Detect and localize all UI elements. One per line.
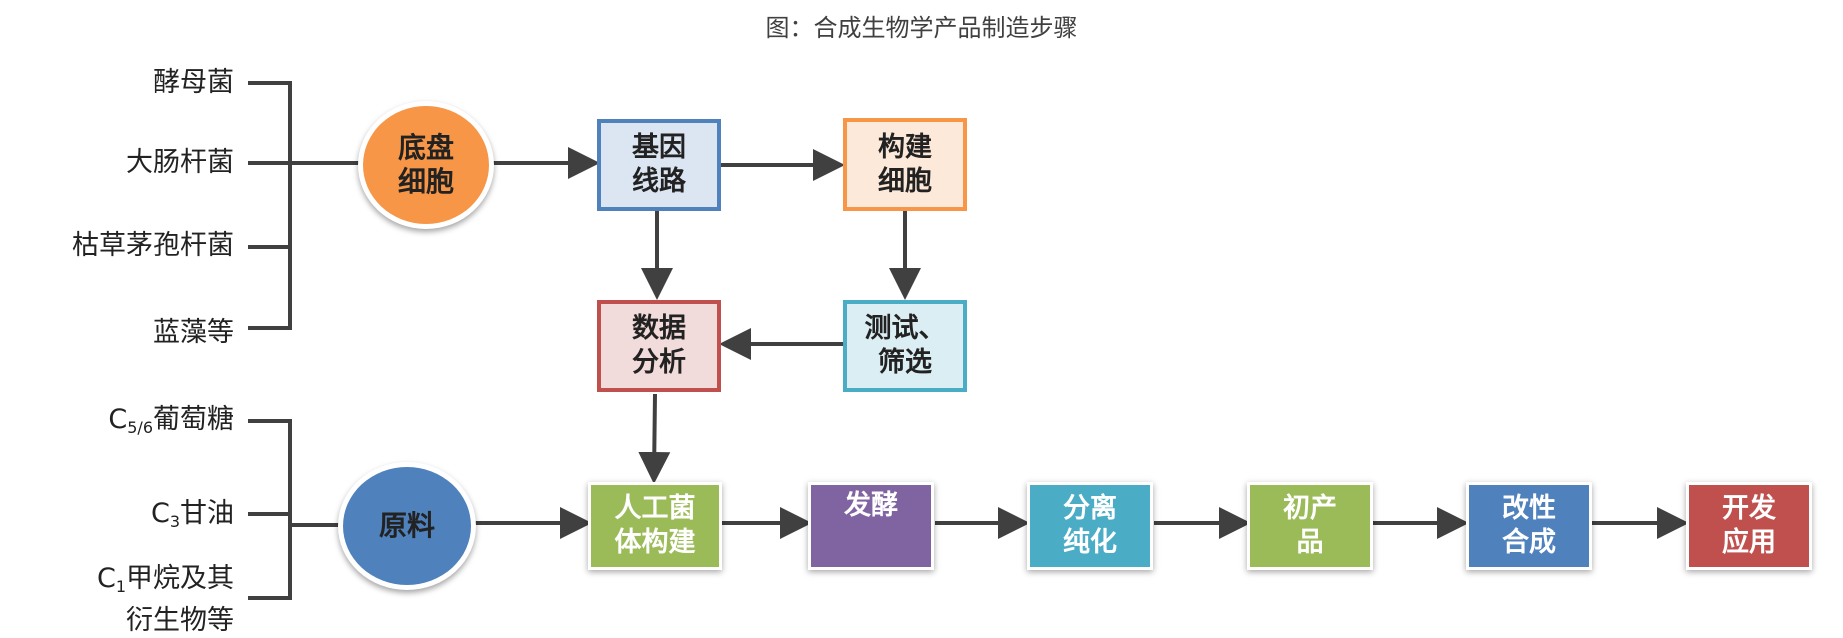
chassis-cell-node: 底盘细胞 <box>358 101 494 229</box>
data-analysis-box: 数据分析 <box>597 300 721 392</box>
source-ecoli: 大肠杆菌 <box>126 147 234 178</box>
figure-title: 图：合成生物学产品制造步骤 <box>765 14 1078 42</box>
source-cyanobacteria: 蓝藻等 <box>153 317 234 348</box>
chassis-bracket <box>248 81 292 330</box>
gene-circuit-box: 基因线路 <box>597 119 721 211</box>
development-box: 开发应用 <box>1686 482 1812 570</box>
build-cell-box: 构建细胞 <box>843 118 967 211</box>
source-bacillus: 枯草茅孢杆菌 <box>72 230 234 261</box>
raw-material-node: 原料 <box>338 462 476 590</box>
source-methane: C1甲烷及其 衍生物等 <box>96 563 234 636</box>
strain-construction-box: 人工菌体构建 <box>588 482 722 570</box>
source-glycerol: C3甘油 <box>150 498 234 531</box>
test-screen-box: 测试、筛选 <box>843 300 967 392</box>
raw-bracket <box>248 419 292 600</box>
initial-product-box: 初产品 <box>1247 482 1373 570</box>
source-yeast: 酵母菌 <box>153 67 234 98</box>
fermentation-box: 发酵 <box>808 482 934 570</box>
separation-box: 分离纯化 <box>1027 482 1153 570</box>
modification-box: 改性合成 <box>1466 482 1592 570</box>
source-glucose: C5/6葡萄糖 <box>108 404 234 437</box>
